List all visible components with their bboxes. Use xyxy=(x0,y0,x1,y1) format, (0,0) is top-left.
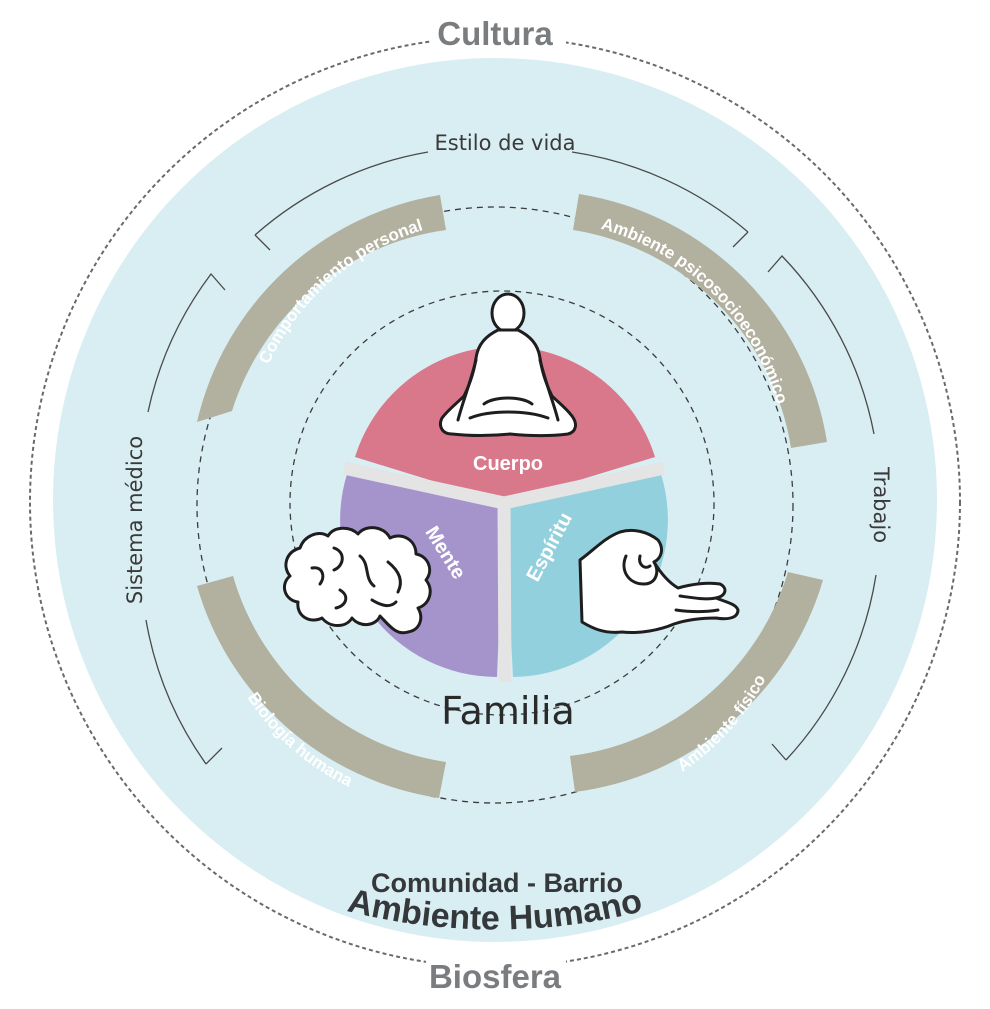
segment-label-body: Cuerpo xyxy=(473,453,543,475)
segment-separators xyxy=(342,461,666,683)
outer-label-mask-bottom xyxy=(426,958,566,996)
middle-dashed-ring xyxy=(196,206,794,804)
inner-dashed-ring xyxy=(289,290,715,716)
family-label: Familia xyxy=(441,689,575,733)
band-physical xyxy=(570,572,823,792)
outer-label-top: Cultura xyxy=(437,15,553,52)
ring-label-lifestyle: Estilo de vida xyxy=(434,131,575,155)
mudra-hand-icon xyxy=(578,528,740,634)
bracket-right xyxy=(767,255,877,761)
band-biology xyxy=(197,576,446,798)
meditating-person-icon xyxy=(438,292,577,437)
community-label: Comunidad - Barrio xyxy=(371,868,623,898)
brain-icon xyxy=(282,526,432,635)
ring-label-work: Trabajo xyxy=(869,466,893,543)
band-psychosocial xyxy=(573,194,827,448)
band-personal-behavior xyxy=(197,195,446,422)
ring-label-medical: Sistema médico xyxy=(123,436,147,604)
outer-label-mask-top xyxy=(430,16,566,52)
bracket-left xyxy=(145,272,226,765)
outer-label-bottom: Biosfera xyxy=(429,958,562,995)
bracket-top xyxy=(254,151,749,251)
